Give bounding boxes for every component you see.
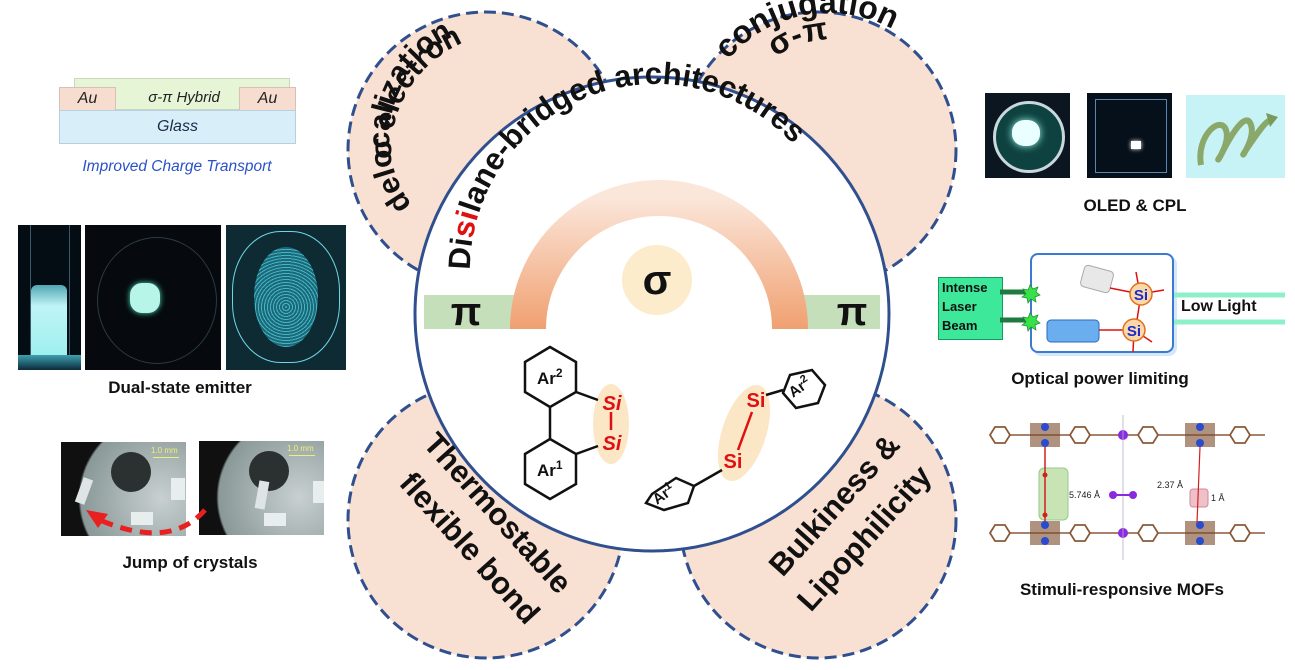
au-right-electrode: Au xyxy=(239,87,296,111)
ar1-label-cyclic: Ar1 xyxy=(537,458,563,480)
aryl-ring-top-right xyxy=(781,368,827,410)
hub-title-prefix: Di xyxy=(442,235,480,270)
scale-bar-left: 1.0 mm xyxy=(151,446,178,455)
laser-burst-icon xyxy=(1021,312,1041,332)
distance-label-1: 5.746 Å xyxy=(1069,490,1100,500)
pore-highlight-green xyxy=(1038,467,1069,521)
au-left-electrode: Au xyxy=(59,87,116,111)
pi-right-label: π xyxy=(837,290,868,334)
optical-limiting-caption: Optical power limiting xyxy=(1011,369,1189,388)
chromophore-block-grey xyxy=(1080,264,1114,294)
optical-limiting-panel: Intense Laser Beam Si Si Low Light Optic… xyxy=(930,250,1290,395)
glass-substrate: Glass xyxy=(59,110,296,144)
dual-state-caption: Dual-state emitter xyxy=(108,378,252,397)
crystal-photo-before: 1.0 mm xyxy=(61,442,186,536)
fingerprint-photo xyxy=(226,225,346,370)
si-atom-top: Si xyxy=(1134,287,1148,304)
hybrid-label: σ-π Hybrid xyxy=(148,89,220,106)
ar2-label-linear: Ar2 xyxy=(784,373,814,402)
laser-source-box: Intense Laser Beam xyxy=(938,277,1003,340)
si-atom-bottom: Si xyxy=(1127,323,1141,340)
si-bottom-cyclic: Si xyxy=(603,433,622,455)
jump-crystals-caption: Jump of crystals xyxy=(122,553,258,572)
chromophore-block-blue xyxy=(1046,319,1100,343)
pi-band-left xyxy=(424,295,516,329)
distance-label-3: 1 Å xyxy=(1211,493,1225,503)
cyclic-disilane-structure: Ar2 Ar1 Si Si xyxy=(523,345,629,501)
charge-transport-caption: Improved Charge Transport xyxy=(82,158,272,175)
ar2-label-cyclic: Ar2 xyxy=(537,366,563,388)
crystal-photo-after: 1.0 mm xyxy=(199,441,324,535)
pi-band-right xyxy=(795,295,880,329)
low-light-label: Low Light xyxy=(1181,298,1257,315)
cpl-helix-image xyxy=(1186,95,1285,178)
linear-disilane-structure: Ar2 Ar1 Si Si xyxy=(644,368,827,512)
scale-bar-right: 1.0 mm xyxy=(287,444,314,453)
pore-highlight-pink xyxy=(1189,488,1209,508)
cuvette-photo xyxy=(18,225,81,370)
charge-transport-panel: Au σ-π Hybrid Au Glass Improved Charge T… xyxy=(57,78,297,183)
si-bottom-linear: Si xyxy=(724,451,743,473)
si-top-cyclic: Si xyxy=(603,393,622,415)
ar1-label-linear: Ar1 xyxy=(648,480,678,509)
sigma-arc xyxy=(510,180,808,330)
distance-label-2: 2.37 Å xyxy=(1157,480,1183,490)
metal-cluster xyxy=(1030,423,1215,545)
sigma-bubble xyxy=(622,245,692,315)
oled-pixel-photo xyxy=(1087,93,1172,178)
sigma-label: σ xyxy=(643,256,672,303)
pi-left-label: π xyxy=(451,290,482,334)
aryl-ring-bottom-left xyxy=(644,476,696,512)
mof-structure-image: 5.746 Å 2.37 Å 1 Å xyxy=(988,415,1265,560)
mofs-caption: Stimuli-responsive MOFs xyxy=(1019,580,1225,599)
helix-arrow-icon xyxy=(1197,113,1278,166)
oled-device-photo xyxy=(985,93,1070,178)
optical-limiting-schematic: Si Si xyxy=(1000,264,1285,353)
laser-burst-icon xyxy=(1021,284,1041,304)
solid-emission-photo xyxy=(85,225,221,370)
si-top-linear: Si xyxy=(747,390,766,412)
jump-arrow xyxy=(86,508,207,536)
oled-cpl-caption: OLED & CPL xyxy=(1083,196,1187,215)
